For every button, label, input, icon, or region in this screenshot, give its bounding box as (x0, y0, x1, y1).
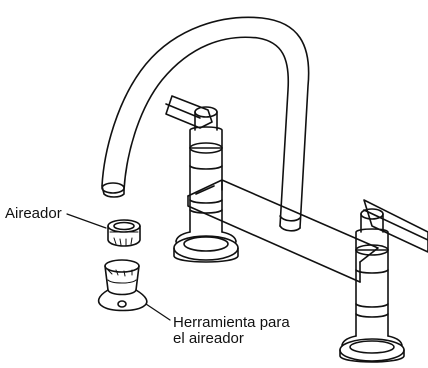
deck-bridge (188, 180, 378, 282)
aerator-label: Aireador (5, 205, 62, 222)
aerator-leader-line (67, 214, 106, 228)
aerator-tool-label: Herramienta para el aireador (173, 315, 290, 347)
aerator-tool-label-line2: el aireador (173, 330, 244, 347)
right-valve (340, 200, 428, 362)
aerator-tool-label-line1: Herramienta para (173, 314, 290, 331)
left-valve (166, 96, 238, 262)
aerator-tool (99, 260, 147, 311)
tool-leader-line (146, 304, 170, 320)
gooseneck-spout (102, 17, 309, 230)
aerator-part (108, 220, 140, 246)
